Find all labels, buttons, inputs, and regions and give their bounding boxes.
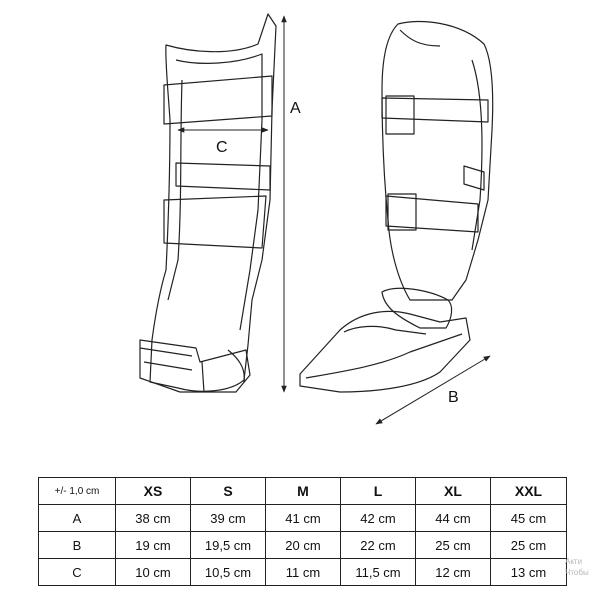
size-header-s: S xyxy=(190,477,266,505)
dimension-c-label: C xyxy=(216,139,228,156)
table-cell: 19 cm xyxy=(115,531,191,559)
size-header-xxl: XXL xyxy=(490,477,567,505)
size-header-m: M xyxy=(265,477,341,505)
dimension-b-label: B xyxy=(448,389,459,406)
table-cell: 25 cm xyxy=(490,531,567,559)
table-cell: 41 cm xyxy=(265,504,341,532)
table-row-a: A 38 cm 39 cm 41 cm 42 cm 44 cm 45 cm xyxy=(38,504,567,532)
table-cell: 38 cm xyxy=(115,504,191,532)
table-cell: 13 cm xyxy=(490,558,567,586)
dimension-c: C xyxy=(177,127,269,156)
table-cell: 25 cm xyxy=(415,531,491,559)
table-cell: 22 cm xyxy=(340,531,416,559)
header-row: +/- 1,0 cm XS S M L XL XXL xyxy=(38,477,567,505)
tolerance-header: +/- 1,0 cm xyxy=(38,477,116,505)
shin-guard-illustration: C A B xyxy=(139,13,494,425)
dimension-a-label: A xyxy=(290,100,301,117)
watermark: Акти Чтобы xyxy=(565,556,589,578)
shin-guard-front-view xyxy=(299,20,494,393)
table-cell: 12 cm xyxy=(415,558,491,586)
size-header-xs: XS xyxy=(115,477,191,505)
table-cell: 10 cm xyxy=(115,558,191,586)
table-cell: 19,5 cm xyxy=(190,531,266,559)
size-chart-table: +/- 1,0 cm XS S M L XL XXL A 38 cm 39 cm… xyxy=(38,477,567,586)
table-cell: 39 cm xyxy=(190,504,266,532)
watermark-line-1: Акти xyxy=(565,557,583,566)
table-cell: 45 cm xyxy=(490,504,567,532)
dimension-a: A xyxy=(281,15,301,393)
table-cell: 11 cm xyxy=(265,558,341,586)
row-label: C xyxy=(38,558,116,586)
row-label: B xyxy=(38,531,116,559)
dimension-b: B xyxy=(375,355,491,425)
size-header-l: L xyxy=(340,477,416,505)
shin-guard-side-view xyxy=(139,13,277,393)
watermark-line-2: Чтобы xyxy=(565,568,589,577)
table-row-c: C 10 cm 10,5 cm 11 cm 11,5 cm 12 cm 13 c… xyxy=(38,558,567,586)
row-label: A xyxy=(38,504,116,532)
table-cell: 11,5 cm xyxy=(340,558,416,586)
table-cell: 44 cm xyxy=(415,504,491,532)
table-cell: 10,5 cm xyxy=(190,558,266,586)
size-header-xl: XL xyxy=(415,477,491,505)
table-row-b: B 19 cm 19,5 cm 20 cm 22 cm 25 cm 25 cm xyxy=(38,531,567,559)
table-cell: 20 cm xyxy=(265,531,341,559)
table-cell: 42 cm xyxy=(340,504,416,532)
